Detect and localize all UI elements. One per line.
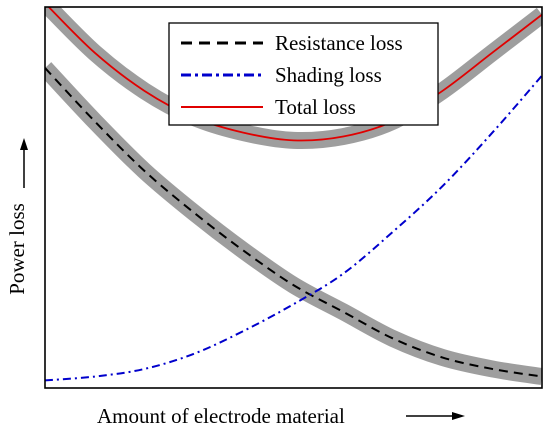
x-axis-label: Amount of electrode material [97, 404, 345, 428]
legend-label-total-loss: Total loss [275, 95, 356, 119]
x-axis-arrow-icon [452, 412, 465, 420]
total-loss-line [47, 7, 542, 142]
y-axis-label: Power loss [5, 203, 29, 295]
legend-label-shading-loss: Shading loss [275, 63, 382, 87]
y-axis-title: Power loss [5, 138, 29, 295]
y-axis-arrow-icon [20, 138, 28, 150]
resistance-loss-line [45, 67, 542, 378]
x-axis-title: Amount of electrode material [97, 404, 465, 428]
plot-frame [44, 6, 543, 389]
shading-loss-line [45, 74, 542, 382]
series-lines [45, 7, 542, 382]
legend-item-total-loss: Total loss [181, 95, 356, 119]
legend-item-shading-loss: Shading loss [181, 63, 382, 87]
legend-label-resistance-loss: Resistance loss [275, 31, 403, 55]
legend-item-resistance-loss: Resistance loss [181, 31, 403, 55]
